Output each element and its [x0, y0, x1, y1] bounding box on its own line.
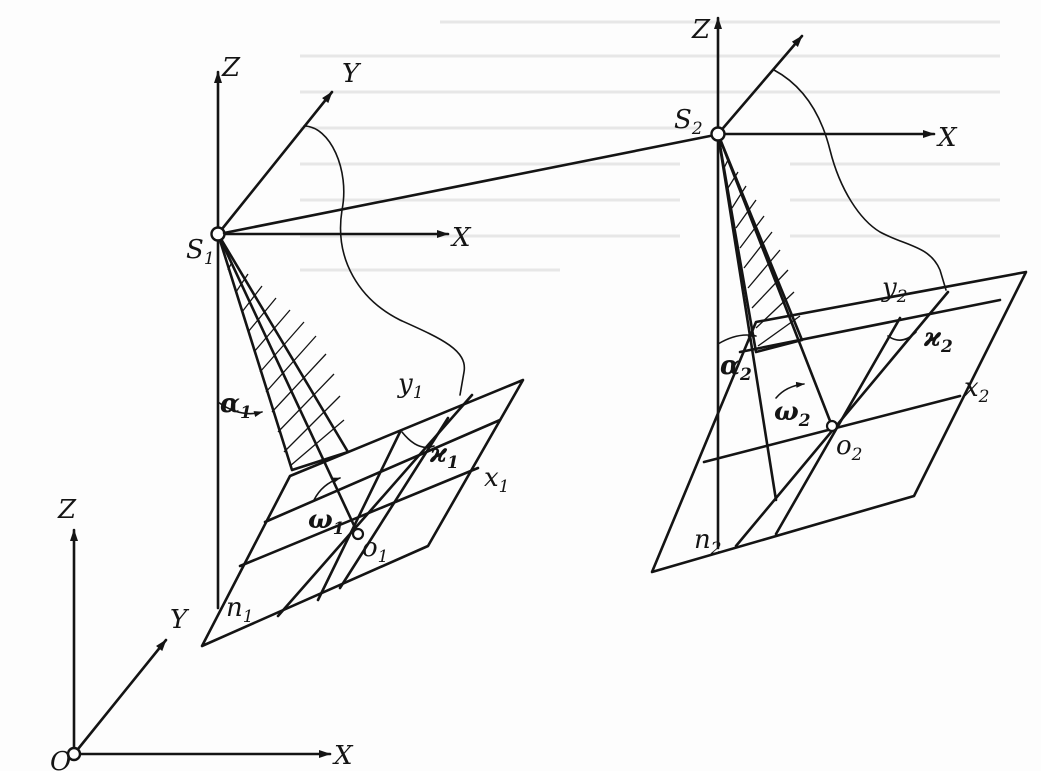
s2-x-label: X — [936, 123, 958, 153]
s2-alpha-arc — [717, 331, 757, 345]
ground-system: Z Y X O — [50, 495, 354, 771]
s2-hatched-cone — [716, 132, 804, 354]
o1-label: o1 — [362, 533, 388, 567]
s2-kappa-label: ϰ2 — [923, 323, 953, 357]
ground-x-label: X — [332, 741, 354, 771]
s2-alpha-label: α2 — [720, 351, 752, 385]
s2-ray-b — [716, 132, 778, 502]
s1-omega-arc — [313, 477, 341, 501]
s2-photo-plane — [650, 270, 1028, 574]
s1-kappa-curve — [303, 125, 466, 396]
right-station: Z X S2 α2 ω2 ϰ2 o2 n2 x2 y2 — [650, 15, 1028, 574]
s1-ray-to-o1 — [216, 232, 360, 536]
ground-origin-label: O — [50, 747, 71, 771]
y1-label: y1 — [397, 369, 424, 403]
n2-label: n2 — [694, 525, 722, 559]
s2-omega-arc — [775, 381, 805, 399]
n1-label: n1 — [226, 593, 254, 627]
ground-y-label: Y — [170, 605, 190, 635]
s2-grid-line — [738, 298, 1002, 354]
ground-origin-point — [66, 746, 82, 762]
left-station: Z Y X S1 α1 ω1 ϰ1 o1 n1 x1 y1 — [186, 53, 525, 648]
s1-photo-plane — [200, 378, 525, 648]
base-line-s1-s2 — [222, 134, 712, 235]
y2-label: y2 — [881, 273, 908, 307]
s1-x-label: X — [450, 223, 472, 253]
s1-center-label: S1 — [186, 235, 215, 269]
s1-alpha-arc — [217, 401, 263, 418]
ground-z-label: Z — [57, 495, 77, 525]
s1-y-axis — [216, 90, 334, 236]
s2-point — [710, 126, 726, 142]
background-text-ghost — [300, 20, 1000, 272]
s1-hatching — [227, 261, 345, 467]
s1-omega-label: ω1 — [308, 505, 345, 539]
s1-grid-line-b — [316, 430, 402, 602]
s2-kappa-arc — [887, 331, 917, 341]
s2-center-label: S2 — [674, 105, 703, 139]
o1-point — [351, 527, 365, 541]
o2-point — [825, 419, 839, 433]
s1-z-label: Z — [221, 53, 241, 83]
s1-alpha-label: α1 — [220, 389, 252, 423]
s2-z-label: Z — [691, 15, 711, 45]
s2-ray-to-o2 — [716, 132, 834, 428]
s1-grid-line — [263, 418, 502, 524]
s2-y-axis — [716, 34, 804, 136]
s1-kappa-label: ϰ1 — [429, 439, 459, 473]
ground-y-axis — [72, 638, 168, 756]
s1-point — [210, 226, 226, 242]
x1-label: x1 — [484, 463, 510, 497]
s2-hatching — [723, 159, 801, 347]
s1-hatched-cone — [216, 232, 350, 472]
s1-y-label: Y — [342, 59, 362, 89]
s1-kappa-arc — [401, 431, 435, 449]
x2-label: x2 — [964, 373, 990, 407]
o2-label: o2 — [836, 431, 862, 465]
s2-omega-label: ω2 — [774, 397, 811, 431]
s2-kappa-curve — [773, 69, 947, 291]
